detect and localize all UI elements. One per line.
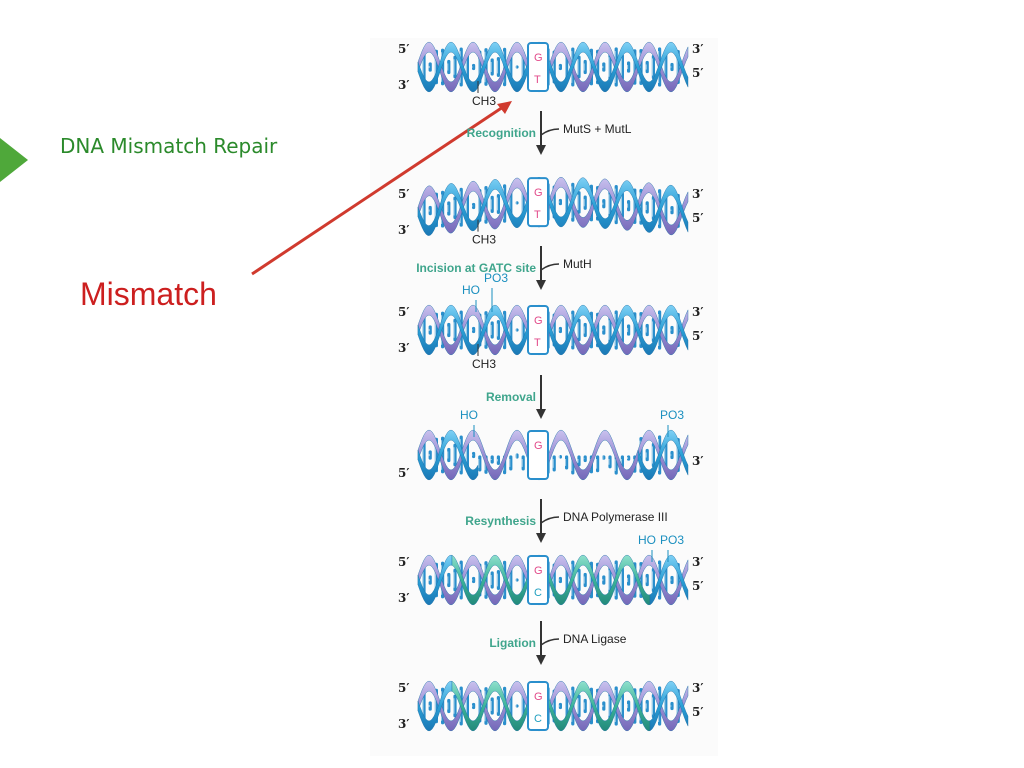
helix-ligated: GC (417, 680, 689, 732)
end-label-3prime-bottom: 3′ (398, 341, 410, 355)
end-label-3prime-top: 3′ (692, 555, 704, 569)
end-label-3prime-bottom: 3′ (398, 223, 410, 237)
end-label-3prime-bottom: 3′ (398, 591, 410, 605)
step-label-recognition: Recognition (467, 126, 536, 140)
end-label-3prime-right: 3′ (692, 454, 704, 468)
base-bottom-label: C (534, 713, 542, 725)
pointer-arrow-head (497, 101, 512, 114)
enzyme-label-dna-polymerase-iii: DNA Polymerase III (563, 510, 668, 524)
mismatch-site-box (527, 42, 549, 92)
slide-title: DNA Mismatch Repair (60, 134, 278, 158)
methyl-group-label: CH3 (472, 357, 496, 371)
end-label-5prime-top: 5′ (398, 555, 410, 569)
mismatch-site-box (527, 305, 549, 355)
end-label-5prime-right: 5′ (692, 579, 704, 593)
step-arrow-head (536, 145, 546, 155)
helix-mismatch: GT (417, 42, 689, 92)
enzyme-hook (540, 128, 560, 136)
end-label-5prime-right: 5′ (692, 329, 704, 343)
mismatch-site-box (527, 430, 549, 480)
end-label-5prime-right: 5′ (692, 66, 704, 80)
end-label-3prime-bottom: 3′ (398, 78, 410, 92)
step-label-removal: Removal (486, 390, 536, 404)
hydroxyl-group-label: HO (460, 408, 478, 422)
enzyme-hook (540, 516, 560, 524)
step-label-resynthesis: Resynthesis (465, 514, 536, 528)
end-label-5prime-top: 5′ (398, 305, 410, 319)
step-arrow-head (536, 533, 546, 543)
base-bottom-label: T (534, 74, 541, 86)
end-label-5prime-top: 5′ (398, 42, 410, 56)
enzyme-hook (540, 638, 560, 646)
base-top-label: G (534, 565, 543, 577)
phosphate-group-label: PO3 (484, 271, 508, 285)
mismatch-site-box (527, 177, 549, 228)
phosphate-group-label: PO3 (660, 408, 684, 422)
end-label-5prime-top: 5′ (398, 681, 410, 695)
mismatch-site-box (527, 681, 549, 731)
end-label-3prime-top: 3′ (692, 681, 704, 695)
end-label-5prime-right: 5′ (692, 211, 704, 225)
base-bottom-label: T (534, 209, 541, 221)
step-arrow-head (536, 280, 546, 290)
phosphate-group-label: PO3 (660, 533, 684, 547)
enzyme-label-muth: MutH (563, 257, 592, 271)
enzyme-label-dna-ligase: DNA Ligase (563, 632, 627, 646)
base-top-label: G (534, 440, 543, 452)
base-top-label: G (534, 52, 543, 64)
helix-resynthesized: GC (417, 554, 689, 606)
methyl-group-label: CH3 (472, 233, 496, 247)
hydroxyl-group-label: HO (462, 283, 480, 297)
step-label-incision-at-gatc-site: Incision at GATC site (416, 261, 536, 275)
hydroxyl-group-label: HO (638, 533, 656, 547)
base-top-label: G (534, 187, 543, 199)
enzyme-hook (540, 263, 560, 271)
helix-removed: G (417, 430, 689, 480)
end-label-3prime-top: 3′ (692, 42, 704, 56)
mismatch-site-box (527, 555, 549, 605)
base-bottom-label: T (534, 337, 541, 349)
base-bottom-label: C (534, 587, 542, 599)
helix-recognized: GT (417, 177, 689, 236)
end-label-3prime-bottom: 3′ (398, 717, 410, 731)
end-label-5prime-top: 5′ (398, 187, 410, 201)
mismatch-label: Mismatch (80, 276, 217, 312)
pointer-arrow-line (251, 103, 507, 276)
base-top-label: G (534, 315, 543, 327)
step-label-ligation: Ligation (489, 636, 536, 650)
methyl-group-label: CH3 (472, 94, 496, 108)
end-label-5prime-right: 5′ (692, 705, 704, 719)
enzyme-label-muts-mutl: MutS + MutL (563, 122, 632, 136)
end-label-3prime-top: 3′ (692, 187, 704, 201)
helix-incised: GT (417, 305, 689, 355)
slide-bullet-arrow (0, 138, 28, 182)
step-arrow-head (536, 655, 546, 665)
end-label-3prime-top: 3′ (692, 305, 704, 319)
end-label-5prime-bottom: 5′ (398, 466, 410, 480)
base-top-label: G (534, 691, 543, 703)
step-arrow-head (536, 409, 546, 419)
